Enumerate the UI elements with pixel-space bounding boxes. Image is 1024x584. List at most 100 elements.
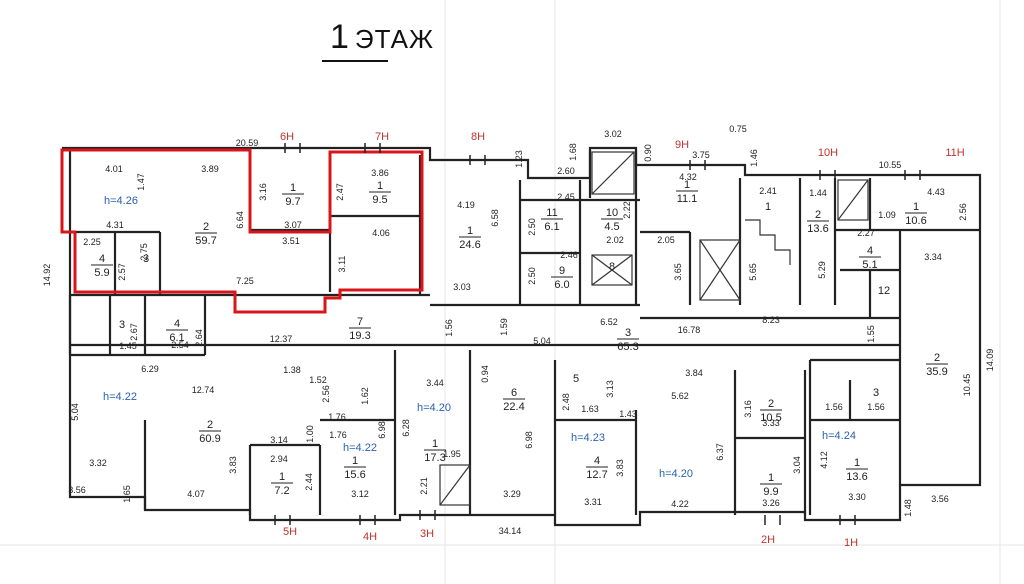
dimension-label: 5.29: [817, 261, 827, 279]
dimension-label: 2.50: [527, 267, 537, 285]
dimension-label: 2.05: [657, 235, 675, 245]
room-area: 9.9: [763, 486, 778, 498]
dimension-label: 10.55: [879, 160, 902, 170]
dimension-label: 1.62: [360, 387, 370, 405]
room-number: 4: [99, 253, 105, 265]
dimension-label: 3.02: [604, 129, 622, 139]
section-label: 1Н: [844, 537, 858, 549]
section-label: 3Н: [420, 528, 434, 540]
room-area: 5.1: [862, 259, 877, 271]
dimension-label: 1.48: [903, 499, 913, 517]
section-label: 6Н: [280, 131, 294, 143]
dimension-label: 2.27: [857, 228, 875, 238]
dimension-label: 6.98: [377, 421, 387, 439]
floor-number: 1: [330, 18, 349, 56]
dimension-label: 1.56: [825, 402, 843, 412]
room-area: 6.1: [169, 332, 184, 344]
dimension-label: 16.78: [678, 325, 701, 335]
dimension-label: 6.29: [141, 364, 159, 374]
dimension-label: 6.37: [715, 443, 725, 461]
dimension-label: 6.28: [401, 419, 411, 437]
dimension-label: 2.02: [606, 235, 624, 245]
dimension-label: 1.56: [867, 402, 885, 412]
dimension-label: 1.45: [119, 341, 137, 351]
dimension-label: 2.56: [321, 385, 331, 403]
dimension-label: 2.47: [335, 183, 345, 201]
dimension-label: 2.60: [557, 166, 575, 176]
room-number: 11: [546, 207, 557, 219]
dimension-label: 4.19: [457, 200, 475, 210]
dimension-label: 2.44: [304, 473, 314, 491]
room-area: 35.9: [926, 366, 947, 378]
dimension-label: 1.46: [749, 149, 759, 167]
dimension-label: 3.33: [762, 418, 780, 428]
height-label: h=4.22: [103, 391, 137, 403]
dimension-label: 3.16: [743, 400, 753, 418]
room-number: 4: [867, 245, 873, 257]
walls: [62, 146, 982, 527]
room-number: 1: [854, 457, 860, 469]
room-number: 1: [467, 225, 473, 237]
dimension-label: 1.63: [581, 404, 599, 414]
dimension-label: 1.09: [878, 210, 896, 220]
height-label: h=4.20: [659, 468, 693, 480]
dimension-label: 3.44: [426, 378, 444, 388]
dimension-label: 4.43: [927, 187, 945, 197]
room-number: 10: [606, 207, 618, 219]
dimension-label: 3.51: [282, 236, 300, 246]
dimension-label: 1.76: [328, 412, 346, 422]
dimension-label: 2.54: [171, 340, 189, 350]
dimension-label: 0.75: [729, 124, 747, 134]
dimension-label: 2.94: [270, 454, 288, 464]
room-area: 15.6: [344, 469, 365, 481]
dimension-label: 3.75: [692, 150, 710, 160]
dimension-label: 4.06: [372, 228, 390, 238]
room-area: 22.4: [503, 401, 524, 413]
floor-word: ЭТАЖ: [354, 24, 434, 54]
dimension-label: 3.56: [68, 485, 86, 495]
dimension-label: 2.41: [759, 186, 777, 196]
dimension-label: 3.89: [201, 164, 219, 174]
room-number: 2: [934, 352, 940, 364]
room-number: 1: [377, 180, 383, 192]
height-label: h=4.24: [822, 430, 856, 442]
dimension-label: 3.65: [673, 263, 683, 281]
dimension-label: 0.94: [480, 365, 490, 383]
room-area: 9.5: [372, 194, 387, 206]
dimension-label: 4.07: [187, 489, 205, 499]
height-label: h=4.22: [343, 442, 377, 454]
dimension-label: 1.52: [309, 375, 327, 385]
dimension-label: 3.84: [685, 368, 703, 378]
dimension-label: 4.22: [671, 499, 689, 509]
dimension-label: 5.62: [671, 391, 689, 401]
room-area: 12.7: [586, 469, 607, 481]
dimension-label: 6.64: [235, 211, 245, 229]
dimension-label: 2.48: [561, 393, 571, 411]
room-number: 1: [765, 201, 771, 213]
room-area: 24.6: [459, 239, 480, 251]
title-underline: [322, 60, 388, 62]
dimension-label: 2.50: [527, 218, 537, 236]
room-number: 4: [174, 318, 180, 330]
room-area: 11.1: [677, 193, 698, 205]
room-number: 1: [913, 201, 919, 213]
dimension-label: 3.14: [270, 435, 288, 445]
dimension-label: 3.86: [371, 168, 389, 178]
room-area: 10.5: [760, 412, 781, 424]
dimension-label: 1.68: [568, 143, 578, 161]
dimension-label: 2.75: [139, 243, 149, 261]
dimension-label: 12.37: [270, 334, 293, 344]
dimension-label: 3.32: [89, 458, 107, 468]
room-number: 1: [432, 438, 438, 450]
dimension-label: 3.07: [284, 220, 302, 230]
dimension-label: 2.64: [194, 329, 204, 347]
room-number: 5: [573, 373, 579, 385]
dimension-label: 3.26: [762, 498, 780, 508]
dimension-label: 6.98: [524, 431, 534, 449]
dimension-label: 3.83: [228, 456, 238, 474]
dimension-label: 8.23: [762, 315, 780, 325]
dimension-label: 1.56: [444, 319, 454, 337]
dimension-label: 2.67: [129, 323, 139, 341]
room-number: 2: [203, 221, 209, 233]
room-area: 19.3: [349, 330, 370, 342]
